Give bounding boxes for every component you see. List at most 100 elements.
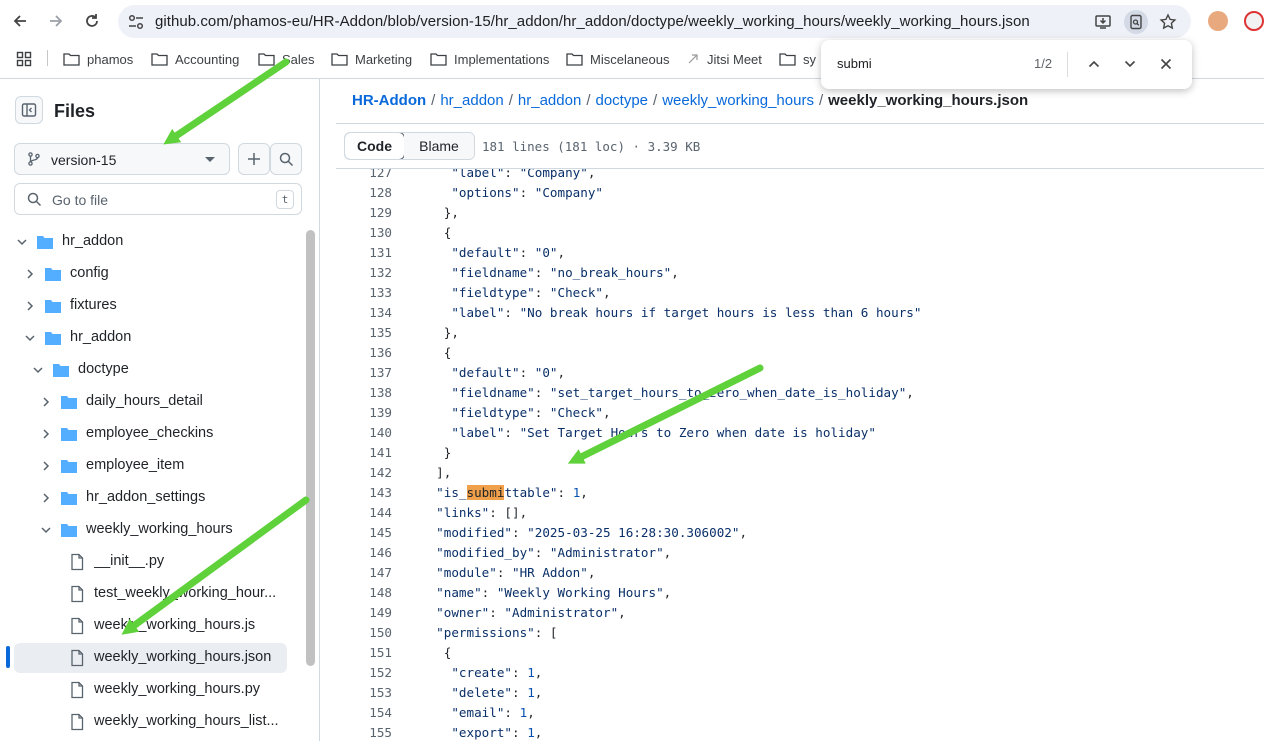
- line-number[interactable]: 139: [369, 405, 392, 420]
- tree-folder[interactable]: hr_addon: [14, 323, 287, 353]
- line-number[interactable]: 151: [369, 645, 392, 660]
- line-number[interactable]: 146: [369, 545, 392, 560]
- tree-folder[interactable]: fixtures: [14, 291, 287, 321]
- install-app-icon[interactable]: [1093, 12, 1113, 32]
- bookmark-item[interactable]: Accounting: [151, 50, 239, 68]
- bookmark-item[interactable]: Implementations: [430, 50, 549, 68]
- branch-selector[interactable]: version-15: [14, 143, 230, 175]
- chevron-down-icon[interactable]: [24, 332, 36, 344]
- line-number[interactable]: 131: [369, 245, 392, 260]
- tree-file[interactable]: weekly_working_hours.js: [14, 611, 287, 641]
- go-to-file-input[interactable]: Go to file t: [14, 183, 302, 215]
- line-number[interactable]: 141: [369, 445, 392, 460]
- site-settings-icon[interactable]: [127, 13, 145, 31]
- bookmark-label: Miscelaneous: [590, 51, 670, 67]
- breadcrumb-link[interactable]: hr_addon: [517, 92, 582, 109]
- close-icon[interactable]: [1156, 54, 1176, 74]
- line-number[interactable]: 127: [369, 169, 392, 180]
- line-number[interactable]: 144: [369, 505, 392, 520]
- reload-icon[interactable]: [80, 9, 104, 33]
- line-number[interactable]: 148: [369, 585, 392, 600]
- breadcrumb-link[interactable]: doctype: [595, 92, 649, 109]
- find-input[interactable]: submi: [837, 56, 872, 71]
- chevron-right-icon[interactable]: [40, 428, 52, 440]
- apps-grid-icon[interactable]: [16, 50, 39, 68]
- folder-open-icon: [37, 236, 53, 249]
- line-number[interactable]: 142: [369, 465, 392, 480]
- back-arrow-icon[interactable]: [8, 9, 32, 33]
- line-number[interactable]: 155: [369, 725, 392, 740]
- bookmark-item[interactable]: Miscelaneous: [566, 50, 670, 68]
- chevron-right-icon[interactable]: [24, 268, 36, 280]
- find-in-page-icon[interactable]: [1124, 10, 1148, 34]
- tree-file[interactable]: __init__.py: [14, 547, 287, 577]
- forward-arrow-icon[interactable]: [44, 9, 68, 33]
- bookmark-item[interactable]: Sales: [258, 50, 315, 68]
- sidebar-scrollbar[interactable]: [306, 230, 315, 666]
- tree-item-label: daily_hours_detail: [86, 393, 203, 409]
- tree-folder[interactable]: hr_addon_settings: [14, 483, 287, 513]
- chevron-down-icon[interactable]: [1120, 54, 1140, 74]
- line-number[interactable]: 149: [369, 605, 392, 620]
- line-number[interactable]: 135: [369, 325, 392, 340]
- chevron-right-icon[interactable]: [24, 300, 36, 312]
- address-bar[interactable]: github.com/phamos-eu/HR-Addon/blob/versi…: [118, 5, 1191, 38]
- chevron-down-icon[interactable]: [16, 236, 28, 248]
- breadcrumb-link[interactable]: weekly_working_hours: [662, 92, 814, 109]
- bookmark-star-icon[interactable]: [1158, 12, 1178, 32]
- tree-file[interactable]: weekly_working_hours.json: [14, 643, 287, 673]
- chevron-right-icon[interactable]: [40, 460, 52, 472]
- line-number[interactable]: 129: [369, 205, 392, 220]
- line-number[interactable]: 145: [369, 525, 392, 540]
- code-text: "export": 1,: [451, 725, 543, 740]
- extension-avatar-icon[interactable]: [1208, 11, 1228, 31]
- line-number[interactable]: 128: [369, 185, 392, 200]
- tree-file[interactable]: weekly_working_hours_list...: [14, 707, 287, 737]
- line-number[interactable]: 140: [369, 425, 392, 440]
- line-number[interactable]: 133: [369, 285, 392, 300]
- chevron-right-icon[interactable]: [40, 492, 52, 504]
- tree-folder[interactable]: employee_item: [14, 451, 287, 481]
- line-number[interactable]: 137: [369, 365, 392, 380]
- chevron-right-icon[interactable]: [40, 396, 52, 408]
- line-number[interactable]: 147: [369, 565, 392, 580]
- tree-file[interactable]: test_weekly_working_hour...: [14, 579, 287, 609]
- add-file-button[interactable]: [238, 143, 270, 175]
- sidebar-collapse-icon[interactable]: [15, 96, 43, 124]
- file-icon: [71, 553, 84, 571]
- tree-file[interactable]: weekly_working_hours.py: [14, 675, 287, 705]
- breadcrumb-link[interactable]: hr_addon: [440, 92, 504, 109]
- tree-folder[interactable]: daily_hours_detail: [14, 387, 287, 417]
- code-text: "default": "0",: [451, 365, 566, 380]
- breadcrumb-repo-link[interactable]: HR-Addon: [352, 92, 427, 109]
- line-number[interactable]: 136: [369, 345, 392, 360]
- bookmark-label: sy: [803, 51, 816, 67]
- line-number[interactable]: 153: [369, 685, 392, 700]
- line-number[interactable]: 138: [369, 385, 392, 400]
- tree-folder[interactable]: config: [14, 259, 287, 289]
- bookmark-item[interactable]: phamos: [63, 50, 133, 68]
- line-number[interactable]: 152: [369, 665, 392, 680]
- line-number[interactable]: 134: [369, 305, 392, 320]
- url-text: github.com/phamos-eu/HR-Addon/blob/versi…: [155, 13, 1030, 30]
- tree-folder[interactable]: hr_addon: [14, 227, 287, 257]
- line-number[interactable]: 150: [369, 625, 392, 640]
- chevron-down-icon[interactable]: [40, 524, 52, 536]
- bookmark-item[interactable]: sy: [779, 50, 816, 68]
- tree-folder[interactable]: doctype: [14, 355, 287, 385]
- blame-tab[interactable]: Blame: [404, 133, 474, 159]
- chevron-down-icon[interactable]: [32, 364, 44, 376]
- line-number[interactable]: 154: [369, 705, 392, 720]
- bookmark-item[interactable]: Jitsi Meet: [686, 50, 762, 68]
- line-number[interactable]: 143: [369, 485, 392, 500]
- file-icon: [71, 585, 84, 603]
- search-files-button[interactable]: [270, 143, 302, 175]
- bookmark-item[interactable]: Marketing: [331, 50, 412, 68]
- extension-icon[interactable]: [1244, 11, 1264, 31]
- chevron-up-icon[interactable]: [1084, 54, 1104, 74]
- line-number[interactable]: 132: [369, 265, 392, 280]
- line-number[interactable]: 130: [369, 225, 392, 240]
- tree-folder[interactable]: weekly_working_hours: [14, 515, 287, 545]
- code-tab[interactable]: Code: [345, 133, 405, 159]
- tree-folder[interactable]: employee_checkins: [14, 419, 287, 449]
